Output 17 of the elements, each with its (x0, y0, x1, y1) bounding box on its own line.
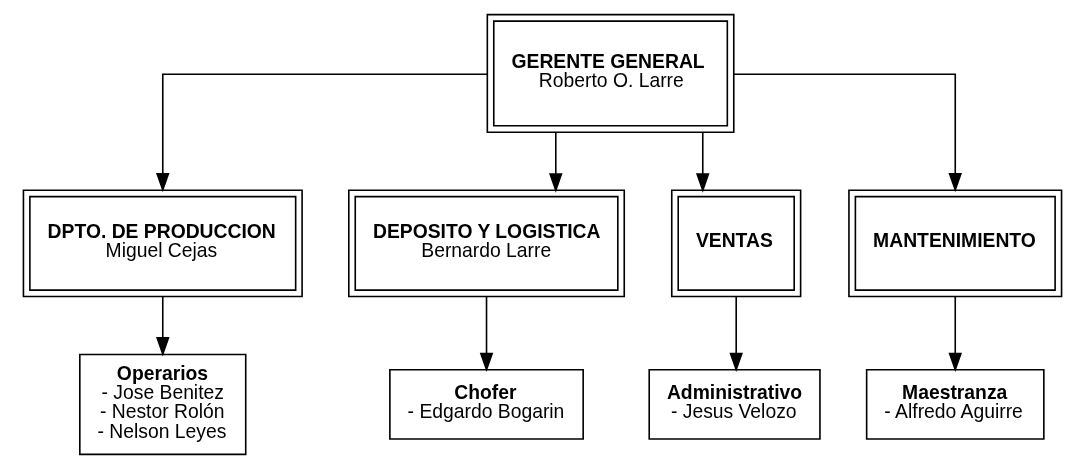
arrow (948, 295, 963, 372)
arrow (733, 73, 963, 193)
arrow (549, 131, 563, 193)
node-box: Chofer - Edgardo Bogarin (389, 369, 584, 440)
arrow (156, 295, 170, 357)
arrow (479, 295, 494, 372)
node-box: Maestranza - Alfredo Aguirre (865, 369, 1045, 440)
node-box: DPTO. DE PRODUCCION Miguel Cejas (22, 189, 303, 298)
node-box: GERENTE GENERAL Roberto O. Larre (486, 13, 735, 134)
node-box: Operarios - Jose Benitez - Nestor Rolón - Nelson Leyes (79, 353, 247, 456)
arrow (729, 295, 743, 372)
node-box: MANTENIMIENTO (848, 189, 1063, 298)
arrow (156, 73, 488, 193)
arrow (696, 131, 710, 193)
node-box: DEPOSITO Y LOGISTICA Bernardo Larre (348, 189, 626, 298)
node-box: VENTAS (670, 189, 802, 298)
node-box: Administrativo - Jesus Velozo (648, 369, 821, 440)
